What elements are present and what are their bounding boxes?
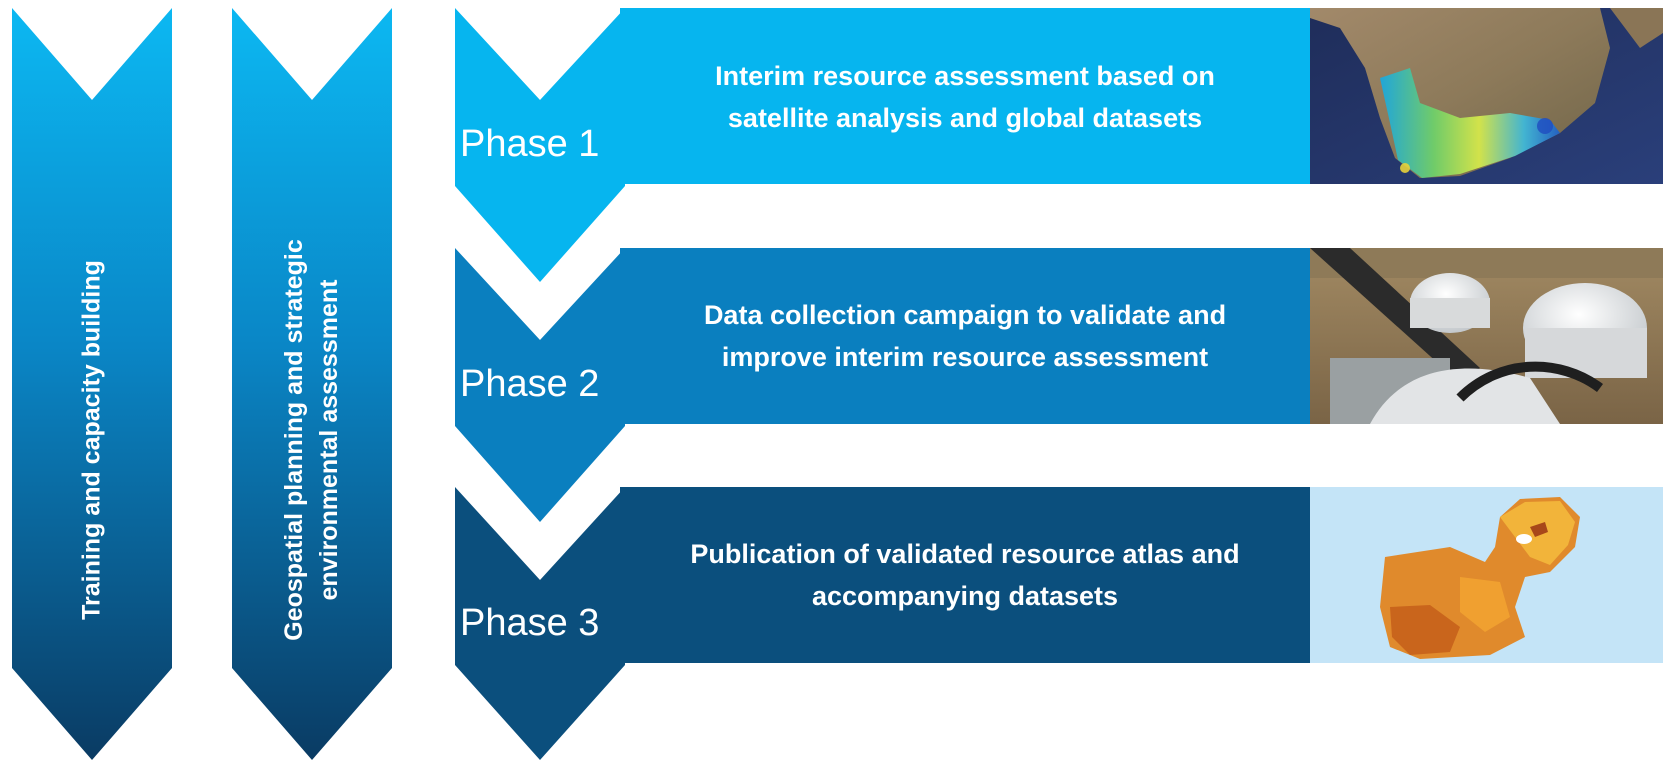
geospatial-track-label-line1: Geospatial planning and strategic xyxy=(280,239,308,641)
phase-3-description: Publication of validated resource atlas … xyxy=(645,533,1285,617)
southern-africa-satellite-map xyxy=(1310,8,1663,184)
phase-2-label: Phase 2 xyxy=(460,363,600,405)
geospatial-track-label-line2: environmental assessment xyxy=(315,279,343,601)
phase-1-banner xyxy=(620,8,1310,184)
phase-3-description-line2: accompanying datasets xyxy=(811,581,1119,611)
phase-3-description-line1: Publication of validated resource atlas … xyxy=(690,539,1240,569)
phase-2-chevron xyxy=(455,248,625,522)
geospatial-track-label: Geospatial planning and strategic enviro… xyxy=(277,239,347,640)
phase-1-chevron xyxy=(455,8,625,282)
phase-1-description-line2: satellite analysis and global datasets xyxy=(727,103,1203,133)
phase-3-chevron xyxy=(455,487,625,760)
phase-2-banner xyxy=(620,248,1310,424)
phase-1-label: Phase 1 xyxy=(460,123,600,165)
training-track-label: Training and capacity building xyxy=(77,260,106,620)
phase-1-description: Interim resource assessment based on sat… xyxy=(645,55,1285,139)
chevron-training xyxy=(12,8,172,760)
resource-atlas-map xyxy=(1310,487,1663,663)
phase-3-label: Phase 3 xyxy=(460,602,600,644)
chevron-geospatial xyxy=(232,8,392,760)
phase-3-banner xyxy=(620,487,1310,663)
phase-1-description-line1: Interim resource assessment based on xyxy=(715,61,1215,91)
measurement-station-photo xyxy=(1310,248,1663,424)
phase-2-description-line2: improve interim resource assessment xyxy=(721,342,1209,372)
phase-2-description: Data collection campaign to validate and… xyxy=(645,294,1285,378)
phase-2-description-line1: Data collection campaign to validate and xyxy=(703,300,1227,330)
